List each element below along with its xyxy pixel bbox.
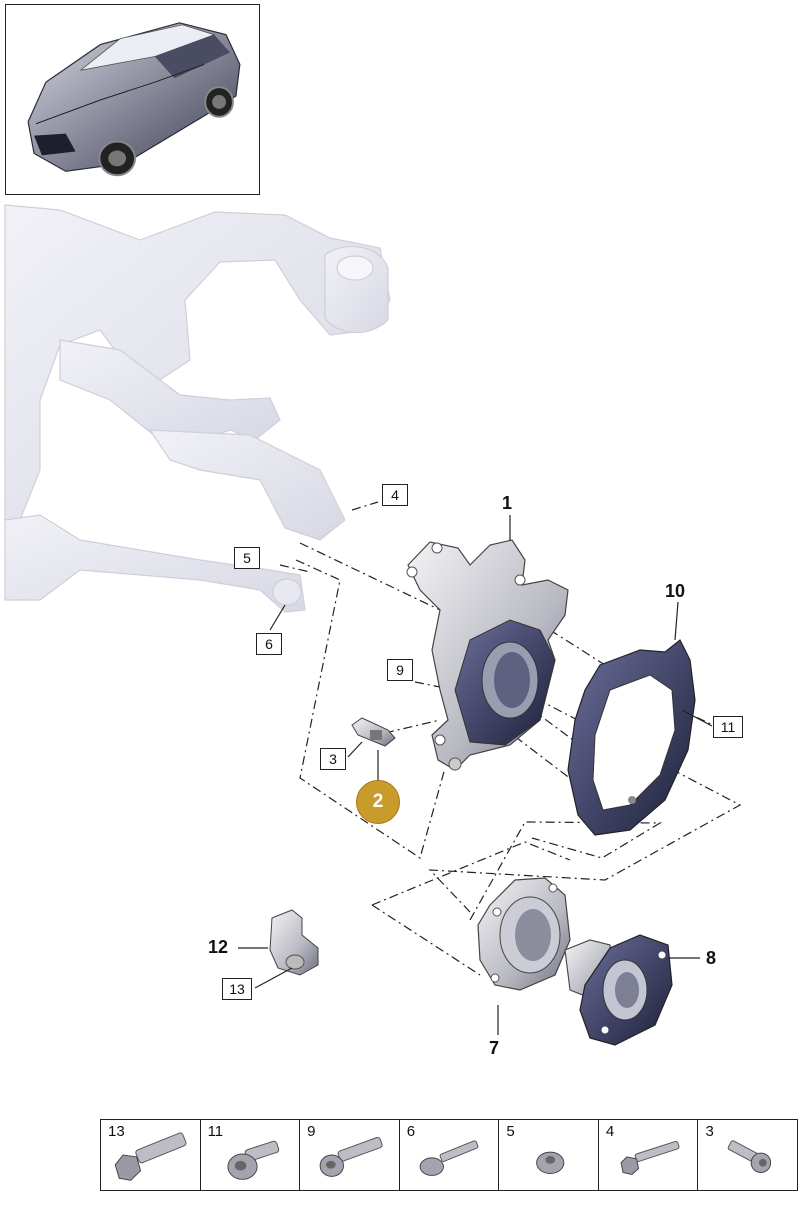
wheel-carrier[interactable]	[406, 539, 569, 771]
callout-9[interactable]: 9	[387, 659, 413, 681]
fasteners-legend: 13 11 9 6	[100, 1119, 798, 1191]
fastener-number: 13	[108, 1123, 125, 1140]
leader-lines	[238, 515, 713, 1035]
fastener-cell[interactable]: 9	[300, 1120, 400, 1190]
socket-head-bolt-icon	[728, 1140, 772, 1173]
fastener-cell[interactable]: 11	[201, 1120, 301, 1190]
car-overview-icon	[27, 22, 241, 177]
fastener-cell[interactable]: 6	[400, 1120, 500, 1190]
fastener-cell[interactable]: 3	[698, 1120, 797, 1190]
callout-3[interactable]: 3	[320, 748, 346, 770]
callout-4[interactable]: 4	[382, 484, 408, 506]
callout-7[interactable]: 7	[489, 1038, 500, 1058]
callout-2[interactable]: 2	[356, 780, 400, 824]
fastener-number: 4	[605, 1123, 615, 1140]
speed-sensor[interactable]	[351, 717, 396, 747]
rear-subframe	[4, 204, 391, 613]
hex-bolt-icon	[620, 1140, 680, 1175]
fastener-cell[interactable]: 13	[101, 1120, 201, 1190]
callout-5[interactable]: 5	[234, 547, 260, 569]
fastener-cell[interactable]: 4	[599, 1120, 699, 1190]
fastener-cell[interactable]: 5	[499, 1120, 599, 1190]
sensor-bracket[interactable]	[269, 909, 319, 976]
fastener-number: 3	[705, 1123, 714, 1140]
callout-1[interactable]: 1	[502, 493, 513, 513]
callout-13[interactable]: 13	[222, 978, 252, 1000]
callout-10[interactable]: 10	[665, 581, 686, 601]
torx-bolt-icon	[319, 1136, 383, 1177]
wheel-bearing[interactable]	[477, 877, 571, 991]
hex-bolt-icon	[114, 1132, 187, 1181]
fastener-number: 11	[207, 1123, 224, 1140]
fastener-number: 5	[506, 1123, 515, 1140]
fastener-number: 9	[307, 1123, 316, 1140]
flange-bolt-icon	[419, 1140, 479, 1176]
torx-flange-bolt-icon	[227, 1140, 279, 1180]
flange-nut-icon	[536, 1151, 565, 1174]
callout-11[interactable]: 11	[713, 716, 743, 738]
dust-shield[interactable]	[567, 639, 696, 836]
callout-6[interactable]: 6	[256, 633, 282, 655]
callout-8[interactable]: 8	[706, 948, 717, 968]
wheel-hub[interactable]	[564, 934, 673, 1046]
fastener-number: 6	[406, 1123, 416, 1140]
callout-12[interactable]: 12	[208, 937, 229, 957]
vehicle-overview[interactable]	[5, 4, 260, 195]
